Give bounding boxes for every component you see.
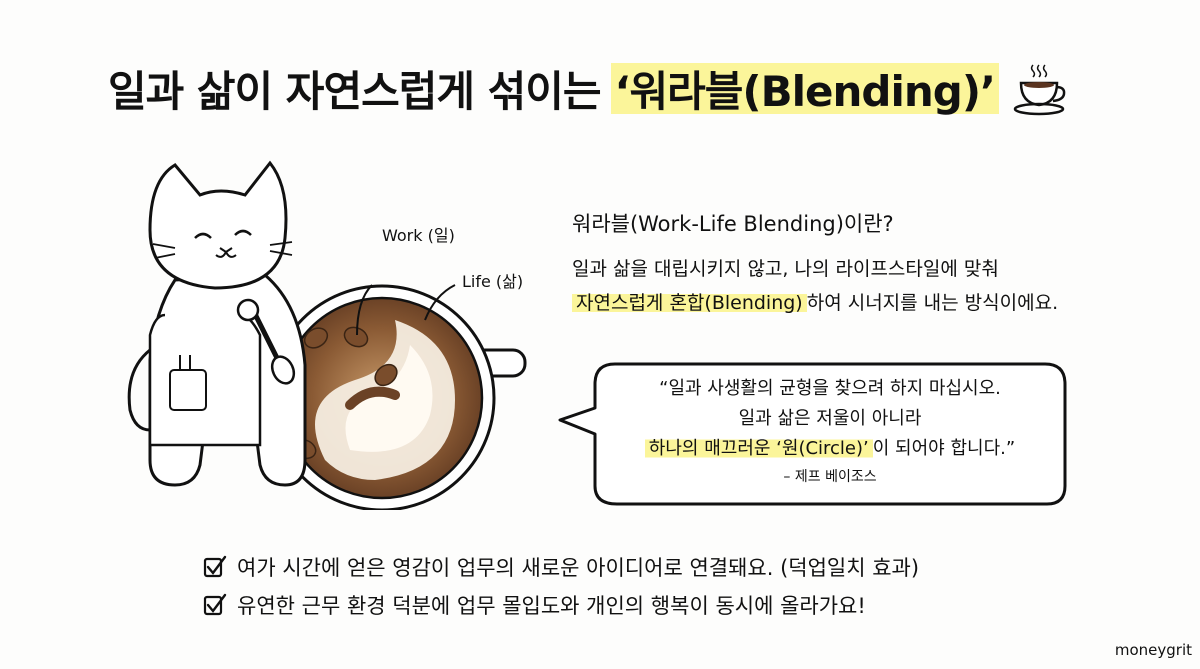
checklist-item-text: 여가 시간에 얻은 영감이 업무의 새로운 아이디어로 연결돼요. (덕업일치 …: [237, 556, 920, 580]
label-work: Work (일): [382, 226, 455, 245]
checkbox-checked-icon: [203, 555, 227, 578]
quote-line-3: 하나의 매끄러운 ‘원(Circle)’이 되어야 합니다.”: [595, 434, 1065, 464]
title-highlight: ‘워라블(Blending)’: [610, 58, 999, 119]
checklist-item: 여가 시간에 얻은 영감이 업무의 새로운 아이디어로 연결돼요. (덕업일치 …: [203, 548, 919, 586]
checkbox-checked-icon: [203, 593, 227, 616]
quote-line-1: “일과 사생활의 균형을 찾으려 하지 마십시오.: [659, 378, 1001, 399]
checklist: 여가 시간에 얻은 영감이 업무의 새로운 아이디어로 연결돼요. (덕업일치 …: [203, 548, 919, 624]
definition-highlight: 자연스럽게 혼합(Blending): [572, 292, 807, 314]
quote-line-3-rest: 이 되어야 합니다.”: [872, 438, 1016, 459]
quote-text: “일과 사생활의 균형을 찾으려 하지 마십시오. 일과 삶은 저울이 아니라 …: [595, 374, 1065, 490]
speech-bubble-shape: [558, 362, 1067, 506]
checklist-item: 유연한 근무 환경 덕분에 업무 몰입도와 개인의 행복이 동시에 올라가요!: [203, 586, 919, 624]
definition-line-1: 일과 삶을 대립시키지 않고, 나의 라이프스타일에 맞춰: [572, 258, 999, 280]
quote-bubble: “일과 사생활의 균형을 찾으려 하지 마십시오. 일과 삶은 저울이 아니라 …: [555, 358, 1070, 510]
checklist-item-text: 유연한 근무 환경 덕분에 업무 몰입도와 개인의 행복이 동시에 올라가요!: [237, 594, 866, 618]
quote-author: – 제프 베이조스: [783, 469, 877, 485]
page-title: 일과 삶이 자연스럽게 섞이는 ‘워라블(Blending)’: [108, 58, 1108, 119]
cat-latte-drawing: [127, 160, 527, 512]
definition-line-2: 자연스럽게 혼합(Blending)하여 시너지를 내는 방식이에요.: [572, 286, 1172, 320]
label-life: Life (삶): [462, 272, 524, 291]
definition-line-2-rest: 하여 시너지를 내는 방식이에요.: [806, 292, 1059, 314]
definition-section: 워라블(Work-Life Blending)이란? 일과 삶을 대립시키지 않…: [572, 208, 1172, 320]
quote-line-2: 일과 삶은 저울이 아니라: [738, 408, 922, 429]
quote-highlight: 하나의 매끄러운 ‘원(Circle)’: [644, 438, 873, 459]
watermark: moneygrit: [1114, 641, 1192, 659]
cat-barista-illustration: Work (일) Life (삶): [120, 150, 540, 512]
coffee-cup-icon: [1013, 63, 1066, 115]
definition-heading: 워라블(Work-Life Blending)이란?: [572, 212, 894, 236]
title-prefix: 일과 삶이 자연스럽게 섞이는: [108, 67, 602, 116]
